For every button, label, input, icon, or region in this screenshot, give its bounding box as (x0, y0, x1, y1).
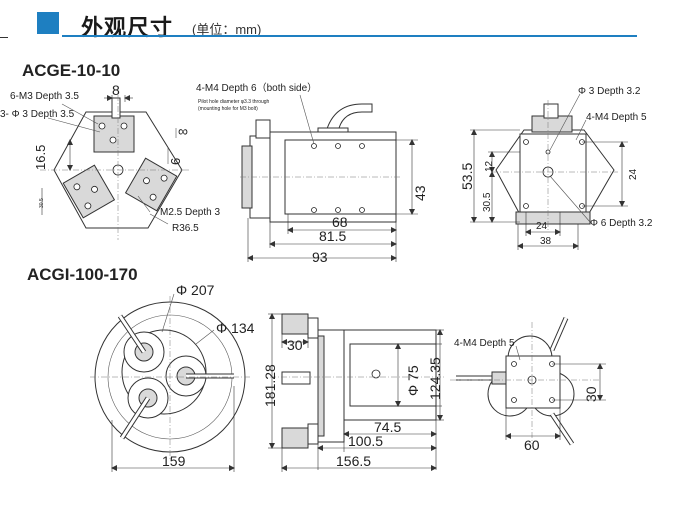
acge-front-dim-30-5: 30.5 (39, 198, 45, 208)
acge-back-phi6-label: Φ 6 Depth 3.2 (590, 218, 653, 229)
header-rule (62, 35, 637, 37)
acgi-side-dim-181-28: 181.28 (262, 364, 278, 407)
acge-front-m25-label: M2.5 Depth 3 (160, 207, 220, 218)
acge-front-dim-8: 8 (112, 82, 120, 98)
acge-back-dim-30-5: 30.5 (482, 192, 493, 212)
acge-front-m3-label: 6-M3 Depth 3.5 (10, 91, 79, 102)
acge-back-m4-label: 4-M4 Depth 5 (586, 112, 647, 123)
acge-front-dim-6: 6 (168, 158, 183, 165)
acgi-side-dia-75: Φ 75 (405, 365, 421, 396)
acge-side-dim-43: 43 (412, 185, 428, 201)
acgi-side-jaw-top (281, 313, 309, 335)
section-title-acge: ACGE-10-10 (22, 61, 121, 80)
header-accent-square (37, 12, 59, 34)
section-title-acgi: ACGI-100-170 (27, 265, 138, 284)
acge-front-r-label: R36.5 (172, 223, 199, 234)
acge-side-view: 4-M4 Depth 6（both side） Pilot hole diame… (196, 82, 428, 265)
acge-back-dim-53-5: 53.5 (459, 163, 475, 190)
acge-side-dim-68: 68 (332, 214, 348, 230)
acge-side-pilot-note-1: Pilot hole diameter φ3.3 through (198, 99, 270, 105)
acge-front-pin (111, 97, 121, 119)
acgi-back-view: 4-M4 Depth 5 30 60 (450, 316, 606, 453)
acgi-side-jaw-bottom (281, 427, 309, 449)
acgi-side-dim-100-5: 100.5 (348, 433, 383, 449)
acge-side-dim-93: 93 (312, 249, 328, 265)
acge-back-dim-24-vertical: 24 (628, 168, 639, 180)
acge-front-jaw-right (124, 157, 178, 212)
acgi-side-view: 30 181.28 Φ 75 124.35 74.5 100.5 156.5 (262, 313, 446, 472)
acge-side-m4-label: 4-M4 Depth 6（both side） (196, 82, 317, 94)
acgi-side-dim-74-5: 74.5 (374, 419, 401, 435)
acge-back-dim-38: 38 (540, 236, 552, 247)
acge-front-jaw-left (62, 164, 116, 219)
margin-tick (0, 37, 8, 38)
acge-front-jaw-top (93, 115, 135, 153)
acge-side-pilot-note-2: (mounting hole for M3 bolt) (198, 106, 258, 112)
acge-back-view: Φ 3 Depth 3.2 4-M4 Depth 5 53.5 12 30.5 … (459, 86, 653, 250)
acge-front-view: 6-M3 Depth 3.5 3- Φ 3 Depth 3.5 8 ∞ 6 16… (0, 82, 220, 240)
acgi-back-dim-30: 30 (583, 386, 599, 402)
acgi-back-dim-60: 60 (524, 437, 540, 453)
acge-back-phi3-label: Φ 3 Depth 3.2 (578, 86, 641, 97)
acgi-back-m4-label: 4-M4 Depth 5 (454, 338, 515, 349)
acge-side-cable (325, 103, 373, 133)
acge-back-dim-12: 12 (484, 160, 495, 172)
acge-back-dim-24-horizontal: 24 (536, 221, 548, 232)
acgi-side-dim-156-5: 156.5 (336, 453, 371, 469)
unit-note: (单位：mm) (192, 22, 262, 37)
acgi-front-view: Φ 207 Φ 134 159 (90, 282, 255, 472)
acgi-front-dim-159: 159 (162, 453, 186, 469)
acgi-front-dia-134: Φ 134 (216, 320, 255, 336)
acge-side-dim-81-5: 81.5 (319, 228, 346, 244)
acge-front-dim-inf: ∞ (178, 123, 188, 139)
acgi-side-dim-30: 30 (287, 337, 303, 353)
acgi-front-dia-207: Φ 207 (176, 282, 215, 298)
acgi-side-dim-124-35: 124.35 (427, 357, 443, 400)
acge-front-dim-16-5: 16.5 (33, 145, 48, 170)
acge-front-phi3-label: 3- Φ 3 Depth 3.5 (0, 109, 75, 120)
